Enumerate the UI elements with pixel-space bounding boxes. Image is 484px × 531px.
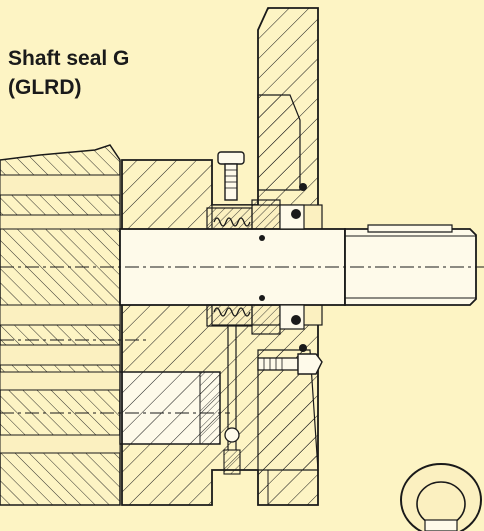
drawing-title: Shaft seal G (GLRD) [8, 44, 129, 102]
drain-channel [223, 326, 241, 475]
shaft [119, 224, 477, 306]
side-screw [257, 353, 323, 375]
title-line-1: Shaft seal G [8, 47, 130, 70]
title-line-2: (GLRD) [8, 76, 82, 99]
seal-spring-lower [213, 307, 251, 317]
center-lines [0, 266, 484, 414]
seal-spring-upper [213, 217, 251, 227]
lifting-eye [400, 463, 482, 531]
vent-plug [217, 151, 245, 201]
mechanical-seal-rings [251, 183, 307, 352]
gear-body [0, 144, 121, 506]
